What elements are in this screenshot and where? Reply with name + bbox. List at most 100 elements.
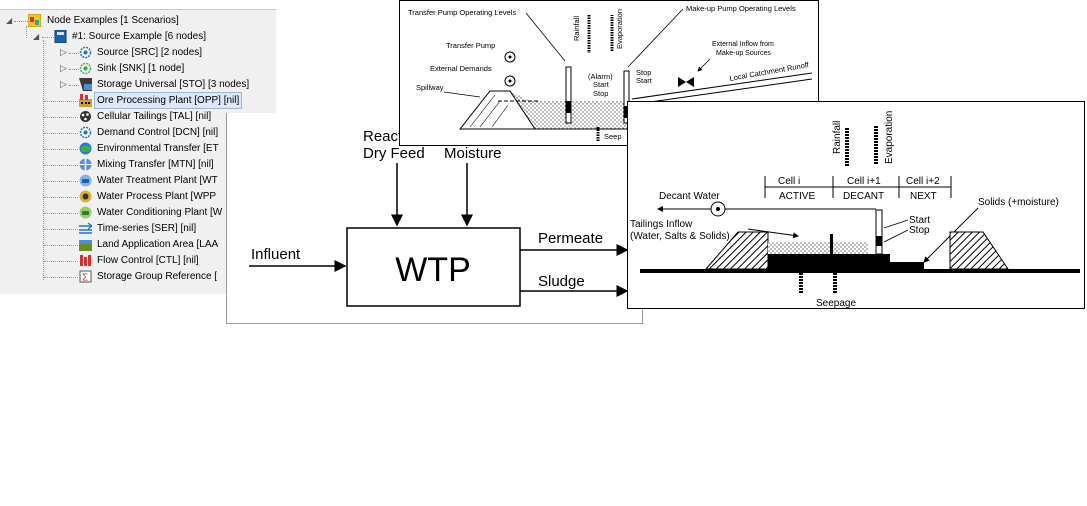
time-series-icon (79, 222, 92, 234)
wtp-diagram: React Dry Feed Moisture Influent WTP Per… (226, 113, 643, 324)
seepage-label: Seep (604, 132, 622, 141)
seepage-label: Seepage (816, 298, 856, 308)
source-icon (79, 46, 92, 59)
stop-right-label: Stop (636, 68, 651, 77)
tree-item-label: Water Conditioning Plant [W (97, 207, 223, 218)
tree-item-label: Storage Group Reference [ (97, 271, 218, 282)
tree-item-label: Environmental Transfer [ET (97, 143, 219, 154)
tree-item-label: Mixing Transfer [MTN] [nil] (97, 159, 214, 170)
tree-connector (26, 26, 27, 38)
rainfall-label: Rainfall (572, 16, 581, 41)
tree-scenario-label: #1: Source Example [6 nodes] (72, 31, 206, 42)
decant-water-label: Decant Water (659, 191, 720, 202)
land-application-icon (79, 240, 92, 251)
tree-item-label: Water Treatment Plant [WT (97, 175, 218, 186)
storage-icon (79, 78, 92, 91)
flow-control-icon (80, 255, 91, 266)
wtp-box (346, 227, 521, 307)
decant-label: DECANT (843, 191, 884, 202)
evaporation-label: Evaporation (615, 9, 624, 49)
project-icon (28, 14, 41, 27)
decant-pump-column (875, 209, 883, 255)
tailings-contents-label: (Water, Salts & Solids) (630, 231, 730, 242)
stop-left-label: Stop (593, 89, 608, 98)
makeup-pump-column (623, 70, 630, 124)
reagent-label: React (363, 128, 403, 145)
water-treatment-icon (79, 174, 92, 187)
tree-item-label: Cellular Tailings [TAL] [nil] (97, 111, 212, 122)
svg-text:Σ: Σ (82, 273, 88, 284)
tree-item-label: Sink [SNK] [1 node] (97, 63, 185, 74)
water-process-icon (79, 190, 92, 203)
tree-item-label: Land Application Area [LAA (97, 239, 219, 250)
cell-i-label: Cell i (778, 176, 800, 187)
expand-toggle-icon[interactable]: ▷ (60, 63, 67, 73)
tree-item-tailings[interactable]: Cellular Tailings [TAL] [nil] (0, 109, 276, 124)
water-conditioning-icon (79, 206, 92, 219)
wtp-box-label: WTP (395, 251, 471, 289)
solids-layer (768, 254, 890, 269)
tree-item-source[interactable]: ▷ Source [SRC] [2 nodes] (0, 45, 276, 60)
evaporation-label: Evaporation (884, 111, 895, 164)
external-inflow-label: External Inflow from (712, 41, 774, 48)
right-embankment (949, 231, 1009, 270)
tree-item-sink[interactable]: ▷ Sink [SNK] [1 node] (0, 61, 276, 76)
tree-item-flow-control[interactable]: Flow Control [CTL] [nil] (0, 253, 276, 268)
ore-processing-icon (79, 94, 92, 107)
mixing-transfer-icon (79, 158, 92, 171)
transfer-pump-label: Transfer Pump (446, 41, 495, 50)
expand-toggle-icon[interactable]: ▷ (60, 47, 67, 57)
expand-toggle-icon[interactable]: ▷ (60, 79, 67, 89)
makeup-sources-label: Make-up Sources (716, 50, 771, 57)
makeup-levels-label: Make-up Pump Operating Levels (686, 4, 796, 13)
start-left-label: Start (593, 80, 610, 89)
rainfall-label: Rainfall (832, 121, 843, 154)
external-demands-label: External Demands (430, 64, 492, 73)
tree-item-label: Demand Control [DCN] [nil] (97, 127, 219, 138)
tailings-inflow-label: Tailings Inflow (630, 219, 693, 230)
ground-line (640, 269, 1080, 273)
permeate-label: Permeate (538, 230, 603, 247)
tree-item-label: Flow Control [CTL] [nil] (97, 255, 199, 266)
transfer-pump-column (565, 66, 572, 124)
tree-item-time-series[interactable]: Time-series [SER] [nil] (0, 221, 276, 236)
moisture-label: Moisture (444, 145, 502, 162)
dry-feed-label: Dry Feed (363, 145, 425, 162)
start-right-label: Start (636, 76, 653, 85)
tree-item-ore-processing[interactable]: Ore Processing Plant [OPP] [nil] (0, 92, 276, 109)
environmental-transfer-icon (79, 142, 92, 155)
sludge-label: Sludge (538, 273, 585, 290)
tree-item-label: Water Process Plant [WPP (97, 191, 217, 202)
scenario-icon (54, 30, 67, 43)
expand-toggle-icon[interactable]: ◢ (6, 16, 13, 25)
tree-root-label: Node Examples [1 Scenarios] (47, 15, 179, 26)
tree-item-label: Ore Processing Plant [OPP] [nil] (93, 92, 243, 109)
tree-item-water-treatment[interactable]: Water Treatment Plant [WT (0, 173, 276, 188)
solids-label: Solids (+moisture) (978, 197, 1059, 208)
spillway-label: Spillway (416, 83, 444, 92)
transfer-levels-label: Transfer Pump Operating Levels (408, 8, 516, 17)
start-label: Start (909, 215, 930, 226)
tree-item-label: Source [SRC] [2 nodes] (97, 47, 203, 58)
demand-control-icon (79, 126, 92, 139)
tree-item-land-application[interactable]: Land Application Area [LAA (0, 237, 276, 252)
water-layer (768, 242, 868, 254)
tree-connector (43, 40, 44, 280)
expand-toggle-icon[interactable]: ◢ (33, 32, 40, 41)
tree-item-storage[interactable]: ▷ Storage Universal [STO] [3 nodes] (0, 77, 276, 92)
valve-icon (678, 77, 686, 87)
tailings-icon (80, 111, 91, 122)
influent-label: Influent (251, 246, 301, 263)
tree-item-demand-control[interactable]: Demand Control [DCN] [nil] (0, 125, 276, 140)
cell-i1-label: Cell i+1 (847, 176, 881, 187)
tree-item-water-conditioning[interactable]: Water Conditioning Plant [W (0, 205, 276, 220)
sink-icon (79, 62, 92, 75)
tree-item-mixing-transfer[interactable]: Mixing Transfer [MTN] [nil] (0, 157, 276, 172)
tree-item-water-process[interactable]: Water Process Plant [WPP (0, 189, 276, 204)
tailings-cell-diagram: Rainfall Evaporation Cell i Cell i+1 Cel… (627, 101, 1085, 309)
tree-item-label: Time-series [SER] [nil] (97, 223, 197, 234)
tree-item-label: Storage Universal [STO] [3 nodes] (97, 79, 250, 90)
tree-item-storage-group[interactable]: Σ Storage Group Reference [ (0, 269, 276, 284)
stop-label: Stop (909, 225, 930, 236)
tree-item-environmental-transfer[interactable]: Environmental Transfer [ET (0, 141, 276, 156)
